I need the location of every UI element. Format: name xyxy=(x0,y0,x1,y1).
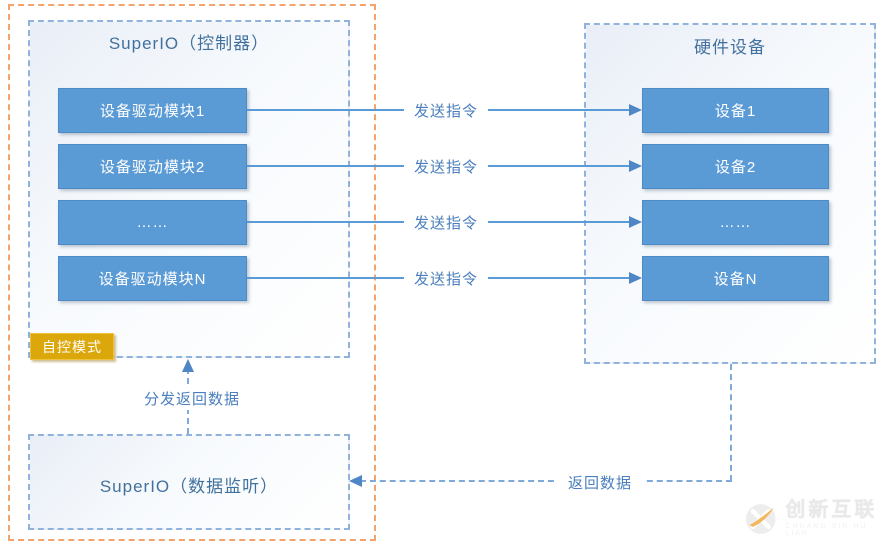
arrow-left-icon xyxy=(349,475,362,487)
arrow-up-icon xyxy=(182,359,194,372)
hardware-panel xyxy=(584,23,876,364)
driver-module-box-n: 设备驱动模块N xyxy=(58,256,247,301)
cx-logo-icon xyxy=(745,503,776,534)
watermark-subtext: CHUANG XIN HU LIAN xyxy=(785,523,868,537)
send-arrow-label-4: 发送指令 xyxy=(404,267,488,290)
controller-title: SuperIO（控制器） xyxy=(108,34,270,53)
arrow-right-icon xyxy=(629,216,642,228)
driver-module-box-1: 设备驱动模块1 xyxy=(58,88,247,133)
monitor-title: SuperIO（数据监听） xyxy=(99,477,279,496)
device-box-2: 设备2 xyxy=(642,144,829,189)
controller-panel xyxy=(28,20,350,358)
watermark-brand: 创新互联 xyxy=(785,499,878,521)
distribute-flow-label: 分发返回数据 xyxy=(132,387,252,410)
driver-module-box-2: 设备驱动模块2 xyxy=(58,144,247,189)
device-box-n: 设备N xyxy=(642,256,829,301)
watermark: 创新互联 CHUANG XIN HU LIAN xyxy=(745,500,881,537)
return-flow-label: 返回数据 xyxy=(557,471,643,494)
watermark-texts: 创新互联 CHUANG XIN HU LIAN xyxy=(785,500,881,537)
device-box-1: 设备1 xyxy=(642,88,829,133)
device-box-ellipsis: …… xyxy=(642,200,829,245)
auto-control-mode-badge: 自控模式 xyxy=(30,333,114,360)
return-flow-hline xyxy=(360,480,732,482)
monitor-panel xyxy=(28,434,350,530)
superio-system-boundary xyxy=(8,4,376,541)
send-arrow-label-3: 发送指令 xyxy=(404,211,488,234)
arrow-right-icon xyxy=(629,104,642,116)
send-arrow-label-2: 发送指令 xyxy=(404,155,488,178)
return-flow-vline xyxy=(730,364,732,481)
arrow-right-icon xyxy=(629,160,642,172)
arrow-right-icon xyxy=(629,272,642,284)
hardware-title: 硬件设备 xyxy=(694,38,766,57)
send-arrow-label-1: 发送指令 xyxy=(404,99,488,122)
driver-module-box-ellipsis: …… xyxy=(58,200,247,245)
